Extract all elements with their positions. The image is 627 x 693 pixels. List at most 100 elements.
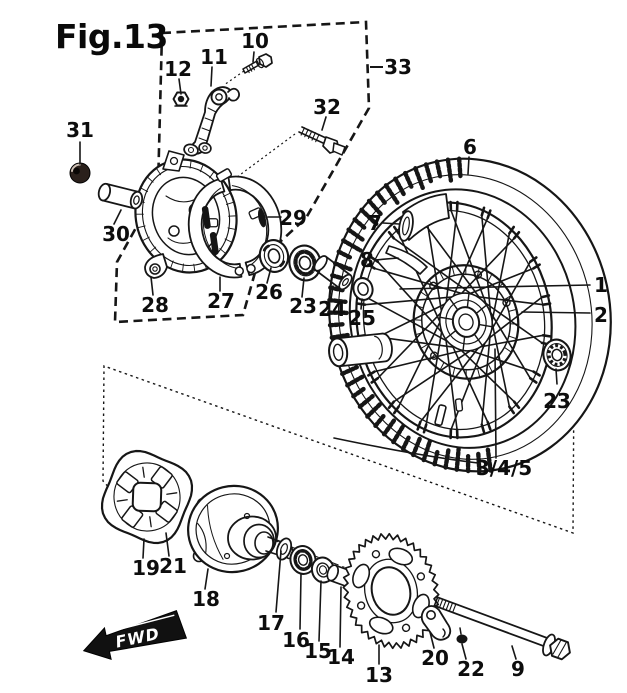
part-label-29: 29 (279, 206, 307, 230)
line-art (311, 132, 316, 141)
spokes (356, 200, 552, 440)
panel-hatch (140, 187, 149, 193)
line-art (300, 127, 306, 136)
leader-lines (79, 51, 591, 665)
fwd-label: FWD (114, 624, 162, 652)
line-art (262, 244, 270, 252)
spoke-line (491, 232, 511, 323)
drum-hatch (508, 308, 517, 312)
line-art (326, 564, 340, 582)
panel-tab (162, 150, 185, 172)
hub-rib (479, 323, 492, 328)
panel-hatch (170, 260, 174, 268)
line-art (459, 627, 462, 635)
line-art (335, 332, 393, 368)
leader-11 (210, 66, 213, 87)
tube-7 (402, 193, 450, 241)
spacer-24 (313, 255, 353, 291)
line-art (142, 466, 145, 478)
sprocket-hole (401, 623, 411, 633)
spoke-nipple (422, 423, 428, 434)
figure-title: Fig.13 (55, 17, 168, 56)
panel-hatch (189, 160, 192, 169)
line-art (352, 277, 374, 301)
spoke-line (489, 311, 532, 380)
part-label-14: 14 (327, 645, 355, 669)
hub-flange (439, 292, 493, 352)
line-art (187, 146, 195, 154)
part-label-28: 28 (141, 293, 169, 317)
bolt-10 (242, 53, 273, 74)
panel-hatch (228, 215, 236, 217)
sprocket-hole (371, 549, 381, 559)
part-label-21: 21 (159, 554, 187, 578)
line-art (363, 558, 419, 624)
tread-mark (327, 297, 348, 305)
tread-mark (434, 159, 443, 179)
brake-cam (215, 168, 233, 183)
tread-mark (485, 447, 493, 473)
oil-seal-26 (258, 239, 290, 273)
shoe-spring (201, 206, 211, 229)
line-art (223, 552, 231, 560)
line-art (442, 628, 446, 638)
line-art (183, 143, 199, 157)
tube-and-flap (328, 193, 450, 368)
hub-rib (466, 293, 470, 308)
spoke-nipple (541, 302, 552, 307)
tread-mark (456, 156, 463, 179)
part-label-23b: 23 (543, 389, 571, 413)
line-art (297, 554, 309, 566)
part-label-19: 19 (132, 556, 160, 580)
drum-hatch (503, 346, 512, 353)
leader-23-right (555, 368, 558, 385)
spoke-nipple (387, 231, 396, 240)
tread-mark (359, 207, 379, 227)
line-art (307, 130, 313, 139)
spoke-line (397, 321, 441, 408)
tread-mark (336, 249, 354, 261)
spoke-nipple (541, 333, 552, 338)
tread-mark (327, 322, 346, 328)
spoke-line (392, 237, 472, 295)
leader-19 (142, 538, 145, 559)
brake-panel-group (69, 53, 374, 301)
line-art (445, 601, 450, 611)
line-art (197, 522, 207, 553)
hub-rib (474, 334, 483, 346)
spoke-line (419, 217, 480, 298)
part-label-24: 24 (318, 297, 346, 321)
line-art (97, 182, 112, 202)
line-art (254, 531, 274, 555)
leader-26 (266, 267, 272, 284)
line-art (242, 60, 260, 74)
bearing-16 (289, 545, 317, 575)
leader-22 (461, 643, 467, 660)
tread-mark (411, 436, 422, 458)
tread-mark (351, 386, 367, 399)
drum-hatch (487, 363, 493, 373)
line-art (243, 512, 251, 520)
leader-9 (511, 645, 517, 660)
bearing-23-right (542, 338, 572, 372)
tread-mark (402, 170, 414, 189)
bolt-10-head (258, 53, 273, 68)
spoke-line (469, 349, 535, 373)
tread-mark (445, 157, 454, 183)
group-boundaries (102, 20, 575, 534)
line-art (434, 404, 447, 427)
valve-stem (434, 398, 464, 427)
line-art (293, 549, 313, 571)
pivot-boss (168, 225, 180, 237)
arm-eye (210, 88, 228, 106)
line-art (357, 282, 369, 296)
drum-hatch (452, 367, 456, 377)
leader-8 (374, 257, 399, 261)
line-art (546, 343, 568, 367)
nut-22 (456, 627, 468, 644)
line-art (451, 306, 481, 338)
line-art (267, 248, 281, 264)
line-art (448, 602, 453, 612)
nut-12 (172, 91, 190, 107)
